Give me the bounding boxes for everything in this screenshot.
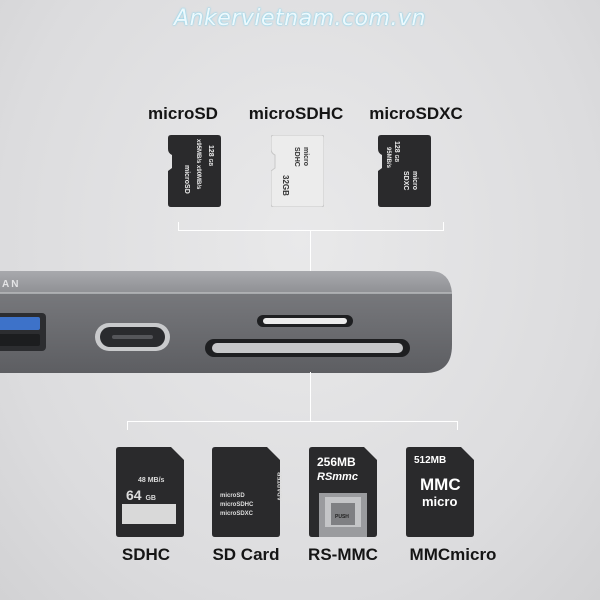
top-bracket-left-tick [178, 222, 179, 231]
adapter-label: ADAPTER [278, 471, 284, 501]
sdhc-card-shape [116, 447, 184, 537]
top-bracket-stem [310, 230, 311, 310]
microsdxc-micro: micro [411, 171, 418, 191]
rs-mmc-card: 256MB RSmmc PUSH [309, 447, 377, 537]
mmcmicro-shape [406, 447, 474, 537]
label-microsd: microSD [148, 104, 218, 123]
usb-c-hub: AN [0, 265, 600, 385]
adapter-line-microsd: microSD [220, 493, 245, 499]
microsd-capacity-unit: GB [207, 158, 213, 167]
rs-mmc-shape [309, 447, 377, 537]
label-microsdxc: microSDXC [369, 104, 463, 123]
microsdxc-card-shape [378, 135, 431, 207]
microsdxc-capacity: 128 [393, 141, 400, 153]
microsdhc-card: micro SDHC 32GB [270, 134, 325, 208]
label-mmcmicro: MMCmicro [409, 545, 497, 564]
label-microsdhc: microSDHC [248, 104, 344, 123]
adapter-line-microsdxc: microSDXC [220, 511, 254, 517]
microsd-card-shape [168, 135, 221, 207]
label-sdhc: SDHC [121, 545, 171, 564]
watermark-text: Ankervietnam.com.vn [174, 6, 426, 31]
microsd-name: microSD [183, 165, 190, 194]
adapter-line-microsdhc: microSDHC [220, 502, 254, 508]
microsd-speed-write: x90MB/s [195, 165, 201, 190]
mmcmicro-capacity: 512MB [414, 455, 447, 466]
bottom-bracket-left-tick [127, 421, 128, 430]
mmcmicro-brand: MMC [420, 475, 461, 494]
microsdhc-micro: micro [302, 147, 309, 167]
mmcmicro-sub: micro [422, 494, 458, 509]
bottom-bracket-horizontal [127, 421, 458, 422]
bottom-bracket-stem [310, 372, 311, 422]
sd-adapter-card: microSD microSDHC microSDXC ADAPTER [212, 447, 284, 537]
microsd-capacity: 128 [207, 145, 214, 157]
label-sd-card: SD Card [212, 545, 280, 564]
bottom-bracket-right-tick [457, 421, 458, 430]
microsdxc-card: 128 GB 95MB/s micro SDXC [378, 135, 431, 207]
sdhc-capacity-unit: GB [145, 495, 156, 502]
microsdhc-sdhc: SDHC [293, 147, 300, 167]
sdhc-capacity: 64 [126, 487, 142, 503]
microsd-speed-read: x95MB/s [195, 139, 201, 164]
microsdhc-card-shape [270, 134, 325, 208]
sd-adapter-shape [212, 447, 280, 537]
microsdxc-sdxc: SDXC [402, 171, 409, 191]
microsd-card: 128 GB x95MB/s x90MB/s microSD [168, 135, 221, 207]
hub-brand-fragment: AN [2, 279, 21, 290]
mmcmicro-card: 512MB MMC micro [406, 447, 474, 537]
sdhc-card: 48 MB/s 64 GB [116, 447, 184, 537]
rs-mmc-logo-text: RSmmc [317, 471, 358, 483]
microsdxc-capacity-unit: GB [393, 154, 399, 163]
rs-mmc-capacity: 256MB [317, 455, 356, 469]
usb-c-hub-body [0, 271, 452, 373]
label-rs-mmc: RS-MMC [308, 545, 378, 564]
sdhc-speed: 48 MB/s [138, 477, 165, 484]
microsdhc-capacity: 32GB [281, 175, 290, 196]
microsdxc-speed: 95MB/s [385, 147, 391, 169]
top-bracket-horizontal [178, 230, 444, 231]
rs-mmc-push: PUSH [335, 514, 349, 520]
top-bracket-right-tick [443, 222, 444, 231]
